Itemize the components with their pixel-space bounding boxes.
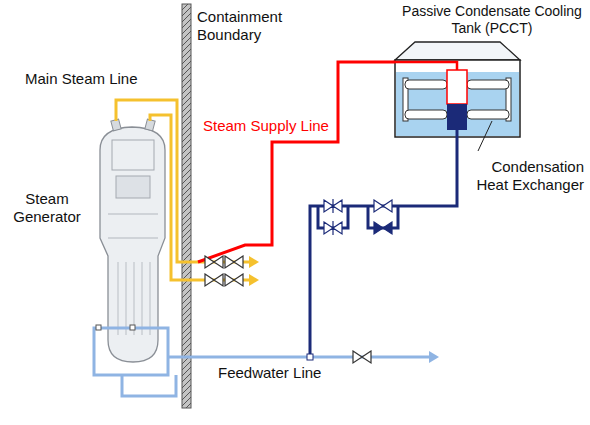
containment-hatch <box>182 4 191 408</box>
shell-detail <box>108 214 158 238</box>
tube-bundle <box>118 262 150 335</box>
leader-line <box>478 121 492 151</box>
main-steam-pipe <box>150 115 250 280</box>
isolation-valve <box>205 274 223 286</box>
component-label: Condensation Heat Exchanger <box>462 158 584 194</box>
isolation-valve <box>225 274 243 286</box>
feedwater-ring <box>94 328 168 375</box>
check-valve <box>324 199 342 213</box>
steam-inlet-pipe <box>395 62 457 70</box>
node-label: Passive Condensate Cooling Tank (PCCT) <box>400 3 584 37</box>
tank-body <box>395 60 520 137</box>
flow-arrowhead <box>429 351 439 363</box>
pipe-label: Feedwater Line <box>218 364 338 382</box>
nozzle-mark <box>130 325 135 330</box>
bypass-pipe <box>318 206 398 228</box>
flow-arrowhead <box>249 274 259 286</box>
hx-outlet-header <box>447 104 467 130</box>
pipe-label: Main Steam Line <box>25 70 155 88</box>
pipe-segment <box>198 62 395 262</box>
steam-separator <box>112 140 154 170</box>
pipe-connector <box>198 137 457 357</box>
isolation-valve <box>374 222 392 234</box>
feedwater-pipe <box>122 357 198 396</box>
isolation-valve <box>225 256 243 268</box>
hx-tube <box>467 110 509 119</box>
hx-inlet-header <box>447 70 467 104</box>
condensate-pipe <box>456 130 459 137</box>
isolation-valve <box>374 200 392 212</box>
steam-generator: Steam Generator <box>95 130 198 362</box>
steam-dryer <box>116 176 150 198</box>
pipe-segment <box>198 356 310 359</box>
containment-wall <box>182 4 191 408</box>
hx-tube <box>405 80 447 89</box>
pipe-connector <box>198 62 395 262</box>
nozzle-mark <box>96 325 101 330</box>
feedwater-valve <box>353 351 371 363</box>
hx-tube <box>467 80 509 89</box>
check-valve <box>324 221 342 235</box>
pipe-label: Steam Supply Line <box>203 117 335 135</box>
pipe-segment <box>310 137 457 357</box>
hx-tube <box>405 110 447 119</box>
flow-arrowhead <box>249 256 259 268</box>
cooling-tank: Passive Condensate Cooling Tank (PCCT) <box>395 42 522 137</box>
boundary-label: Containment Boundary <box>197 8 297 44</box>
tank-lid <box>395 42 520 60</box>
isolation-valve <box>205 256 223 268</box>
junction-mark <box>307 354 313 360</box>
node-label: Steam Generator <box>5 190 89 226</box>
